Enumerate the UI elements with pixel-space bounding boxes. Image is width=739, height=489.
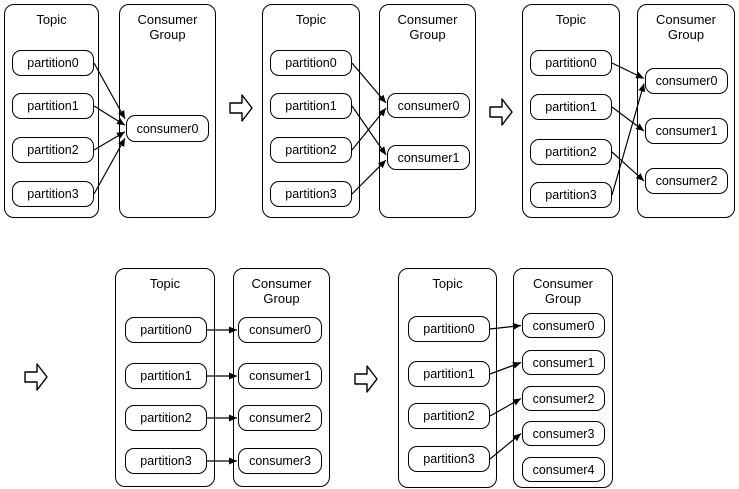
consumer-node: consumer1 — [238, 363, 322, 389]
partition-node: partition1 — [125, 363, 207, 389]
topic-title: Topic — [432, 276, 463, 291]
topic-title: Topic — [36, 12, 67, 27]
consumer-node: consumer0 — [645, 68, 728, 94]
topic-title: Topic — [149, 276, 181, 291]
partition-node: partition3 — [12, 181, 94, 207]
partition-node: partition1 — [530, 94, 612, 120]
consumer-node: consumer0 — [522, 313, 605, 338]
partition-node: partition2 — [408, 403, 490, 429]
flow-arrow-icon — [24, 363, 48, 391]
consumer-node: consumer1 — [522, 350, 605, 375]
partition-node: partition1 — [270, 93, 352, 119]
consumer-node: consumer0 — [126, 115, 209, 142]
flow-arrow-icon — [489, 98, 513, 126]
consumer-node: consumer2 — [645, 168, 728, 194]
consumer-group-title: Consumer Group — [533, 276, 593, 306]
consumer-node: consumer3 — [238, 448, 322, 474]
partition-node: partition3 — [125, 448, 207, 474]
partition-node: partition2 — [530, 139, 612, 165]
partition-node: partition2 — [125, 405, 207, 431]
consumer-node: consumer1 — [387, 145, 470, 170]
consumer-group-title: Consumer Group — [251, 276, 312, 306]
partition-node: partition1 — [12, 93, 94, 119]
partition-node: partition2 — [12, 137, 94, 163]
consumer-node: consumer2 — [238, 405, 322, 431]
flow-arrow-icon — [354, 365, 378, 393]
consumer-node: consumer0 — [387, 93, 470, 118]
consumer-group-title: Consumer Group — [656, 12, 716, 42]
consumer-node: consumer3 — [522, 421, 605, 446]
consumer-group-title: Consumer Group — [137, 12, 198, 42]
partition-node: partition3 — [530, 182, 612, 208]
topic-title: Topic — [555, 12, 587, 27]
partition-node: partition1 — [408, 361, 490, 387]
consumer-group-box: Consumer Group — [119, 4, 216, 218]
consumer-node: consumer1 — [645, 118, 728, 144]
consumer-node: consumer2 — [522, 386, 605, 411]
partition-node: partition0 — [125, 317, 207, 343]
consumer-group-title: Consumer Group — [397, 12, 458, 42]
partition-node: partition0 — [408, 316, 490, 342]
partition-node: partition0 — [530, 50, 612, 76]
consumer-node: consumer4 — [522, 457, 605, 482]
consumer-node: consumer0 — [238, 317, 322, 343]
topic-title: Topic — [295, 12, 327, 27]
partition-node: partition3 — [408, 446, 490, 472]
consumer-group-box: Consumer Group — [513, 268, 613, 488]
partition-node: partition0 — [270, 50, 352, 76]
partition-node: partition3 — [270, 181, 352, 207]
partition-node: partition2 — [270, 137, 352, 163]
partition-node: partition0 — [12, 50, 94, 76]
flow-arrow-icon — [229, 94, 253, 122]
